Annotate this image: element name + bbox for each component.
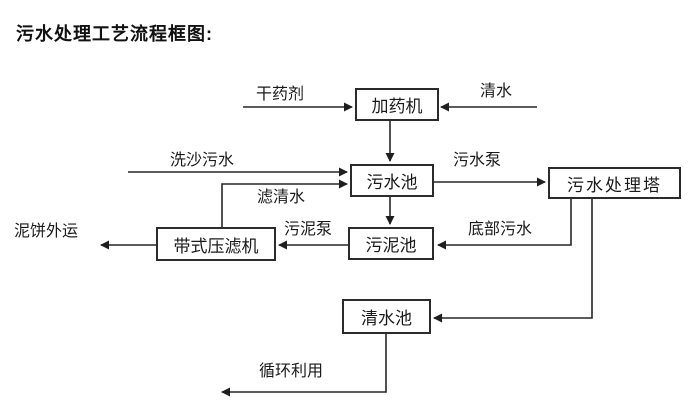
node-dosing-machine: 加药机 [355,88,439,121]
edge-label-mud-cake-out: 泥饼外运 [14,223,79,240]
node-clean-water-pool: 清水池 [342,299,431,334]
edge-label-recycle: 循环利用 [259,363,324,380]
edge-label-sewage-pump: 污水泵 [453,152,502,169]
edge-recycle-line [221,333,387,397]
node-sludge-pool-label: 污泥池 [365,236,417,255]
node-sewage-pool-label: 污水池 [366,173,418,192]
node-sewage-treatment-tower: 污水处理塔 [548,167,681,199]
edge-label-sand-washing-sewage: 洗沙污水 [170,152,235,169]
node-sludge-pool: 污泥池 [348,227,434,260]
edge-label-bottom-sewage: 底部污水 [468,221,533,238]
edge-filtered-water-line [221,179,348,227]
edge-bottom-sewage-line [437,198,572,250]
edge-label-sludge-pump: 污泥泵 [284,221,333,238]
node-belt-filter-press-label: 带式压滤机 [173,236,259,256]
edge-tower-to-clean-line [433,198,593,323]
node-dosing-machine-label: 加药机 [371,97,423,116]
node-clean-water-pool-label: 清水池 [361,309,412,328]
node-belt-filter-press: 带式压滤机 [156,227,276,261]
edge-label-clean-water: 清水 [480,83,513,100]
diagram-title: 污水处理工艺流程框图: [16,24,213,44]
node-sewage-pool: 污水池 [350,164,434,197]
node-sewage-treatment-tower-label: 污水处理塔 [567,175,662,195]
edge-label-dry-chemical: 干药剂 [256,86,305,103]
edge-label-filtered-water: 滤清水 [257,189,306,206]
